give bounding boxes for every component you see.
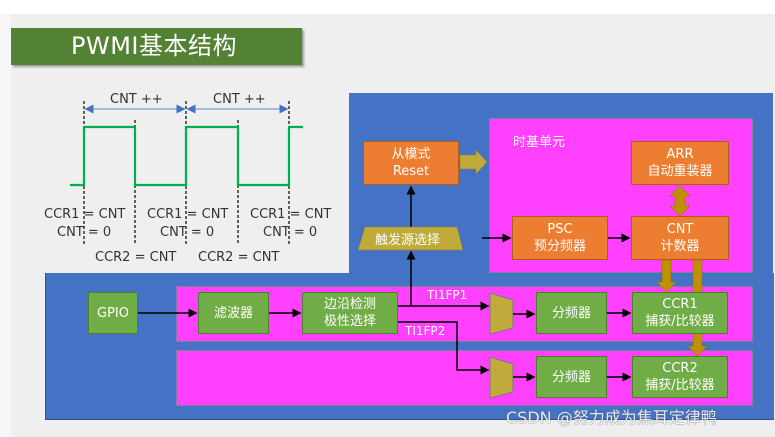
filter-block: 滤波器 (198, 292, 269, 334)
ti1fp2-line (398, 321, 490, 375)
mux2-trapezoid (489, 356, 514, 399)
edge-polarity-block: 边沿检测 极性选择 (302, 292, 398, 334)
period-label-1: CNT ++ (110, 92, 163, 107)
ccr1-label-1: CCR1 = CNT (44, 207, 126, 222)
edge-line1: 边沿检测 (323, 297, 376, 312)
ti1fp1-label: TI1FP1 (427, 288, 468, 302)
ccr2-label-1: CCR2 = CNT (95, 250, 177, 265)
gpio-block: GPIO (88, 292, 138, 334)
ccr1-label-2: CCR1 = CNT (147, 207, 229, 222)
pwm-waveform (70, 125, 303, 187)
ccr2-block: CCR2 捕获/比较器 (632, 356, 728, 398)
trigger-select-shape (357, 226, 464, 251)
arr-line1: ARR (666, 147, 694, 162)
cnt-reset-label-3: CNT = 0 (263, 225, 318, 240)
ccr1-line1: CCR1 (662, 297, 698, 312)
period-label-2: CNT ++ (213, 92, 266, 107)
ccr1-block: CCR1 捕获/比较器 (632, 292, 728, 334)
ccr1-label-3: CCR1 = CNT (250, 207, 332, 222)
arr-cnt-double-arrow (669, 185, 691, 217)
slave-mode-line1: 从模式 (391, 147, 431, 162)
cnt-line2: 计数器 (660, 239, 700, 254)
edge-line2: 极性选择 (323, 314, 376, 329)
cnt-reset-label-2: CNT = 0 (160, 225, 215, 240)
arr-line2: 自动重装器 (647, 164, 713, 179)
slave-mode-block: 从模式 Reset (363, 141, 459, 185)
timebase-unit-label: 时基单元 (513, 135, 566, 150)
psc-block: PSC 预分频器 (512, 216, 608, 260)
ccr2-label-2: CCR2 = CNT (198, 250, 280, 265)
page-title: PWMI基本结构 (11, 28, 302, 65)
cnt-block: CNT 计数器 (631, 216, 729, 260)
slave-mode-line2: Reset (392, 164, 430, 179)
arr-block: ARR 自动重装器 (631, 141, 729, 185)
cnt-to-ccr1-arrow (656, 259, 677, 293)
ti1fp2-label: TI1FP2 (405, 324, 446, 338)
cnt-line1: CNT (666, 222, 694, 237)
slide-edge (0, 14, 11, 437)
ccr2-line2: 捕获/比较器 (645, 378, 715, 393)
ccr2-line1: CCR2 (662, 361, 698, 376)
cnt-reset-label-1: CNT = 0 (57, 225, 112, 240)
psc-line1: PSC (547, 222, 573, 237)
mux1-trapezoid (489, 292, 514, 335)
trigger-select-label: 触发源选择 (375, 233, 441, 248)
ccr1-line2: 捕获/比较器 (645, 314, 715, 329)
slave-to-timebase-arrow (459, 149, 488, 175)
divider2-block: 分频器 (536, 356, 607, 398)
psc-line2: 预分频器 (533, 239, 586, 254)
divider1-block: 分频器 (536, 292, 607, 334)
watermark: CSDN @努力成为焦耳定律鸭 (506, 408, 717, 427)
